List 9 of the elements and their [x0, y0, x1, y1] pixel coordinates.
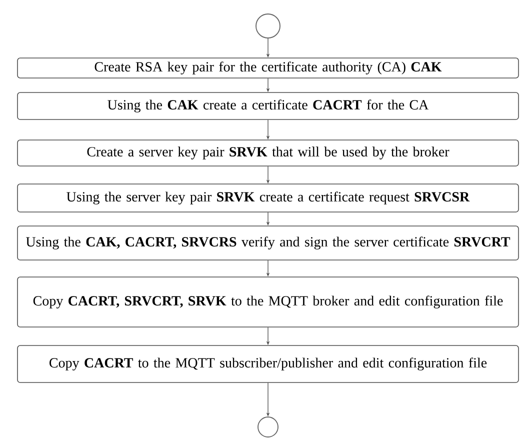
process-box: Using the server key pair SRVK create a certificate request SRVCSR — [17, 184, 519, 212]
process-box: Create RSA key pair for the certificate authority (CA) CAK — [17, 58, 519, 78]
process-box: Using the CAK create a certificate CACRT for the CA — [17, 92, 519, 120]
terminal-circle — [258, 416, 278, 438]
process-box: Copy CACRT, SRVCRT, SRVK to the MQTT broker and edit configuration file — [17, 276, 519, 328]
process-box: Using the CAK, CACRT, SRVCRS verify and sign the server certificate SRVCRT — [17, 226, 519, 260]
process-box: Copy CACRT to the MQTT subscriber/publisher and edit configuration file — [17, 345, 519, 383]
terminal-circle — [256, 14, 280, 38]
process-box: Create a server key pair SRVK that will be used by the broker — [17, 140, 519, 166]
